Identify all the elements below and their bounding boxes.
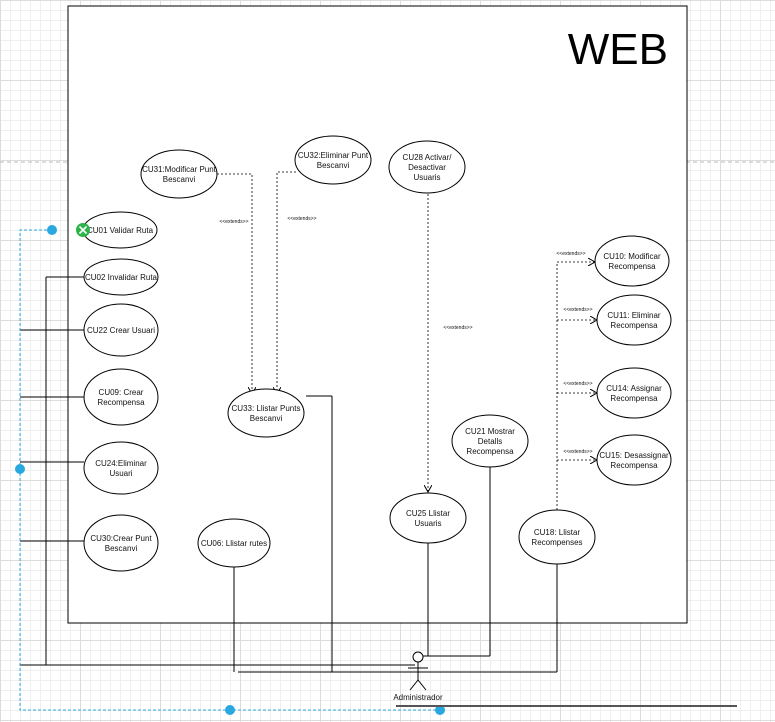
use-case-label: Bescanvi [163, 175, 196, 184]
use-case-ellipse[interactable] [388, 140, 466, 194]
use-case-ellipse[interactable] [83, 368, 159, 426]
disconnect-x-icon[interactable] [76, 223, 90, 237]
use-case-label: Bescanvi [105, 544, 138, 553]
extend-label: <<extends>> [556, 251, 585, 257]
use-case-label: CU21 Mostrar [465, 427, 515, 436]
use-case-label: CU24:Eliminar [95, 459, 147, 468]
use-case-label: CU28 Activar/ [403, 153, 453, 162]
edge-handle[interactable] [47, 225, 57, 235]
use-case-cu01[interactable]: CU01 Validar Ruta [82, 211, 158, 249]
edge-handle[interactable] [15, 464, 25, 474]
use-case-label: CU06: Llistar rutes [201, 539, 267, 548]
use-case-label: CU11: Eliminar [607, 311, 661, 320]
use-case-label: CU32:Eliminar Punt [298, 151, 369, 160]
extend-label: <<extends>> [563, 307, 592, 313]
use-case-label: Recompensa [466, 447, 514, 456]
use-case-label: CU30:Crear Punt [90, 534, 152, 543]
use-case-ellipse[interactable] [197, 518, 271, 568]
use-case-label: CU01 Validar Ruta [87, 226, 154, 235]
use-case-label: Usuaris [414, 519, 441, 528]
use-case-label: Recompensa [610, 461, 658, 470]
use-case-ellipse[interactable] [227, 388, 305, 438]
use-case-ellipse[interactable] [518, 509, 596, 565]
use-case-label: CU18: Llistar [534, 528, 581, 537]
use-case-label: Recompenses [531, 538, 582, 547]
use-case-label: CU25 Llistar [406, 509, 450, 518]
use-case-ellipse[interactable] [83, 258, 159, 296]
use-case-ellipse[interactable] [140, 149, 218, 199]
use-case-ellipse[interactable] [389, 492, 467, 544]
use-case-ellipse[interactable] [83, 514, 159, 572]
use-case-label: CU31:Modificar Punt [142, 165, 217, 174]
system-title: WEB [568, 25, 668, 74]
use-case-cu02[interactable]: CU02 Invalidar Ruta [83, 258, 159, 296]
edge-handle[interactable] [435, 705, 445, 715]
use-case-label: Desactivar [408, 163, 446, 172]
use-case-label: CU10: Modificar [603, 252, 661, 261]
use-case-cu22[interactable]: CU22 Crear Usuari [83, 303, 159, 357]
extend-label: <<extends>> [563, 449, 592, 455]
use-case-label: CU15: Desassignar [599, 451, 669, 460]
use-case-ellipse[interactable] [451, 414, 529, 468]
use-case-label: Recompensa [610, 321, 658, 330]
extend-label: <<extends>> [563, 381, 592, 387]
use-case-cu06[interactable]: CU06: Llistar rutes [197, 518, 271, 568]
use-case-ellipse[interactable] [83, 441, 159, 495]
use-case-ellipse[interactable] [594, 235, 670, 287]
association-lines [20, 276, 558, 673]
use-cases: CU31:Modificar PuntBescanviCU32:Eliminar… [82, 135, 672, 572]
edge-handle[interactable] [225, 705, 235, 715]
use-case-ellipse[interactable] [596, 434, 672, 486]
use-case-ellipse[interactable] [596, 367, 672, 419]
use-case-label: Usuaris [413, 173, 440, 182]
use-case-label: CU14: Assignar [606, 384, 662, 393]
use-case-label: Detalls [478, 437, 502, 446]
use-case-label: Bescanvi [250, 414, 283, 423]
use-case-ellipse[interactable] [83, 303, 159, 357]
use-case-ellipse[interactable] [294, 135, 372, 185]
extend-label: <<extends>> [219, 219, 248, 225]
extend-labels: <<extends>> <<extends>> <<extends>> <<ex… [219, 216, 592, 455]
actor-label: Administrador [393, 693, 443, 702]
use-case-label: CU09: Crear [99, 388, 144, 397]
use-case-label: Recompensa [608, 262, 656, 271]
use-case-label: CU22 Crear Usuari [87, 326, 155, 335]
extend-label: <<extends>> [443, 325, 472, 331]
extend-relations [217, 171, 597, 510]
use-case-label: CU33: Llistar Punts [232, 404, 301, 413]
extend-label: <<extends>> [287, 216, 316, 222]
use-case-label: Bescanvi [317, 161, 350, 170]
use-case-label: CU02 Invalidar Ruta [85, 273, 158, 282]
use-case-label: Recompensa [610, 394, 658, 403]
use-case-label: Recompensa [97, 398, 145, 407]
use-case-label: Usuari [109, 469, 132, 478]
use-case-ellipse[interactable] [596, 294, 672, 346]
actor-administrador[interactable] [408, 651, 428, 691]
